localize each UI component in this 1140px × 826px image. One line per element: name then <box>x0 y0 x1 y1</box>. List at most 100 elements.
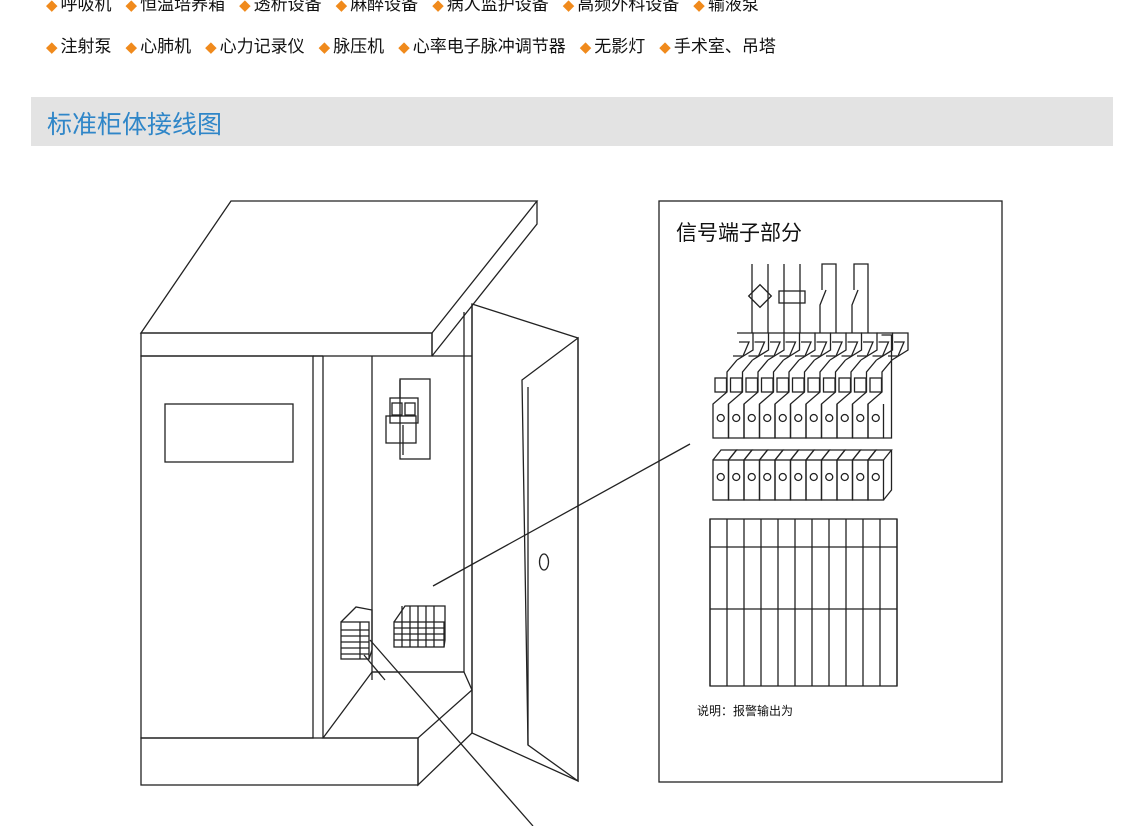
terminal-top <box>814 332 832 361</box>
terminal-screw <box>716 413 725 423</box>
door-front <box>521 336 579 783</box>
diamond-bullet-icon: ◆ <box>562 0 575 14</box>
equipment-label: 无影灯 <box>594 37 646 57</box>
door-handle <box>538 553 550 571</box>
terminal-tab <box>779 341 797 357</box>
equipment-item: ◆透析设备 <box>239 0 322 16</box>
terminal-screw <box>856 413 865 423</box>
terminal-top <box>798 332 816 361</box>
terminal-top <box>867 449 893 461</box>
terminal-label-slot <box>791 377 805 393</box>
equipment-item: ◆心力记录仪 <box>205 36 305 58</box>
equipment-item: ◆手术室、吊塔 <box>659 36 776 58</box>
diamond-bullet-icon: ◆ <box>46 38 58 56</box>
module-bank-outline <box>709 518 898 687</box>
equipment-item: ◆心肺机 <box>126 36 192 58</box>
section-title: 标准柜体接线图 <box>47 110 223 139</box>
terminal-tab <box>841 341 859 357</box>
terminal-tab <box>795 341 812 357</box>
equipment-item: ◆呼吸机 <box>46 0 112 16</box>
terminal-screw <box>716 472 725 482</box>
terminal-top <box>860 332 878 361</box>
section-header-bar: 标准柜体接线图 <box>31 97 1113 146</box>
terminal-top <box>829 332 847 361</box>
diode-symbol <box>747 283 773 309</box>
diamond-bullet-icon: ◆ <box>659 38 671 56</box>
terminal-label-slot <box>853 377 867 393</box>
equipment-item: ◆麻醉设备 <box>336 0 419 16</box>
terminal-screw <box>732 413 741 423</box>
cabinet-top <box>139 200 539 334</box>
diamond-bullet-icon: ◆ <box>318 38 331 56</box>
equipment-label: 输液泵 <box>707 0 759 15</box>
terminal-screw <box>825 472 834 482</box>
terminal-screw <box>840 413 849 423</box>
terminal-tab <box>810 341 828 357</box>
diamond-bullet-icon: ◆ <box>398 38 410 56</box>
equipment-item: ◆恒温培养箱 <box>126 0 226 16</box>
terminal-screw <box>840 472 849 482</box>
cabinet-window <box>164 403 294 463</box>
terminal-body <box>867 459 885 501</box>
resistor-symbol <box>778 290 806 304</box>
lower-terminal-strip <box>712 449 893 501</box>
diamond-bullet-icon: ◆ <box>125 0 138 14</box>
equipment-label: 麻醉设备 <box>350 0 419 15</box>
cabinet-base <box>140 737 419 786</box>
terminal-top <box>767 332 785 361</box>
terminal-label-slot <box>760 377 774 393</box>
terminal-label-slot <box>729 377 743 393</box>
terminal-screw <box>871 472 880 482</box>
cabinet-door <box>471 303 579 783</box>
terminal-label-slot <box>745 377 759 393</box>
terminal-label-slot <box>807 377 821 393</box>
equipment-label: 注射泵 <box>60 37 112 57</box>
equipment-label: 心肺机 <box>140 37 192 57</box>
terminal-tab <box>826 341 843 357</box>
terminal-screw <box>778 472 787 482</box>
terminal-tab <box>748 341 766 357</box>
cabinet-top-side <box>431 201 538 357</box>
terminal-block-left <box>340 606 373 660</box>
terminal-screw <box>747 472 756 482</box>
terminal-screw <box>763 472 772 482</box>
diamond-bullet-icon: ◆ <box>125 38 138 56</box>
equipment-item: ◆注射泵 <box>46 36 112 58</box>
terminal-screw <box>825 413 834 423</box>
terminal-label-slot <box>822 377 836 393</box>
terminal-tab <box>872 341 890 357</box>
terminal-block-right <box>393 605 446 648</box>
leader-line-signal <box>432 443 691 587</box>
terminal-screw <box>794 413 803 423</box>
terminal-top <box>736 332 754 361</box>
diamond-bullet-icon: ◆ <box>432 0 444 14</box>
terminal-body <box>867 359 893 439</box>
cabinet-floor <box>321 671 473 739</box>
leader-line-bottom-2 <box>363 654 386 681</box>
terminal-screw <box>809 472 818 482</box>
terminal-screw <box>794 472 803 482</box>
terminal-top <box>752 332 770 361</box>
equipment-label: 恒温培养箱 <box>140 0 226 15</box>
terminal-screw <box>747 413 756 423</box>
equipment-item: ◆输液泵 <box>693 0 759 16</box>
panel-note: 说明：报警输出为 <box>697 703 793 718</box>
terminal-screw <box>871 413 880 423</box>
upper-terminal-strip <box>712 332 909 439</box>
equipment-label: 呼吸机 <box>60 0 112 15</box>
diamond-bullet-icon: ◆ <box>693 0 705 14</box>
terminal-tab <box>857 341 874 357</box>
equipment-item: ◆脉压机 <box>319 36 385 58</box>
diamond-bullet-icon: ◆ <box>46 0 58 14</box>
terminal-label-slot <box>776 377 790 393</box>
module-bank <box>709 518 898 687</box>
terminal-screw <box>732 472 741 482</box>
cabinet-top-front <box>140 332 433 357</box>
terminal-top <box>845 332 863 361</box>
terminal-label-slot <box>869 377 883 393</box>
terminal-screw <box>809 413 818 423</box>
terminal-screw <box>856 472 865 482</box>
panel-border <box>658 200 1003 783</box>
terminal-tab <box>764 341 781 357</box>
